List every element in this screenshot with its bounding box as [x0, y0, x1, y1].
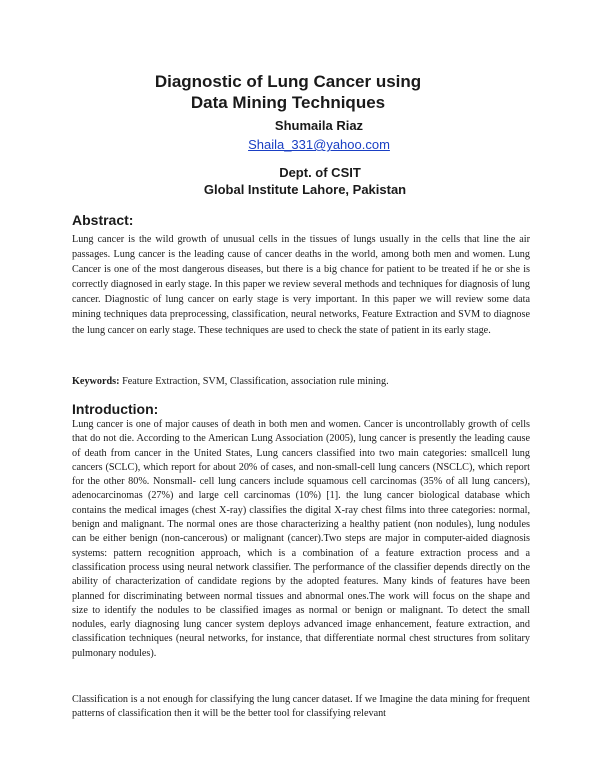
introduction-text: Lung cancer is one of major causes of de…: [72, 419, 530, 659]
author-name: Shumaila Riaz: [274, 118, 364, 133]
author-institute: Global Institute Lahore, Pakistan: [203, 182, 407, 197]
author-email-link[interactable]: Shaila_331@yahoo.com: [248, 137, 390, 152]
paper-title-line2: Data Mining Techniques: [190, 93, 386, 112]
keywords-line: Keywords: Feature Extraction, SVM, Class…: [72, 374, 530, 389]
keywords-text: Feature Extraction, SVM, Classification,…: [119, 376, 389, 387]
introduction-heading: Introduction:: [72, 401, 159, 417]
author-department: Dept. of CSIT: [279, 165, 361, 180]
abstract-heading: Abstract:: [72, 212, 134, 228]
keywords-label: Keywords:: [72, 376, 120, 387]
abstract-text: Lung cancer is the wild growth of unusua…: [72, 234, 530, 336]
paper-title-line1: Diagnostic of Lung Cancer using: [154, 72, 422, 91]
classification-text: Classification is a not enough for class…: [72, 694, 530, 720]
